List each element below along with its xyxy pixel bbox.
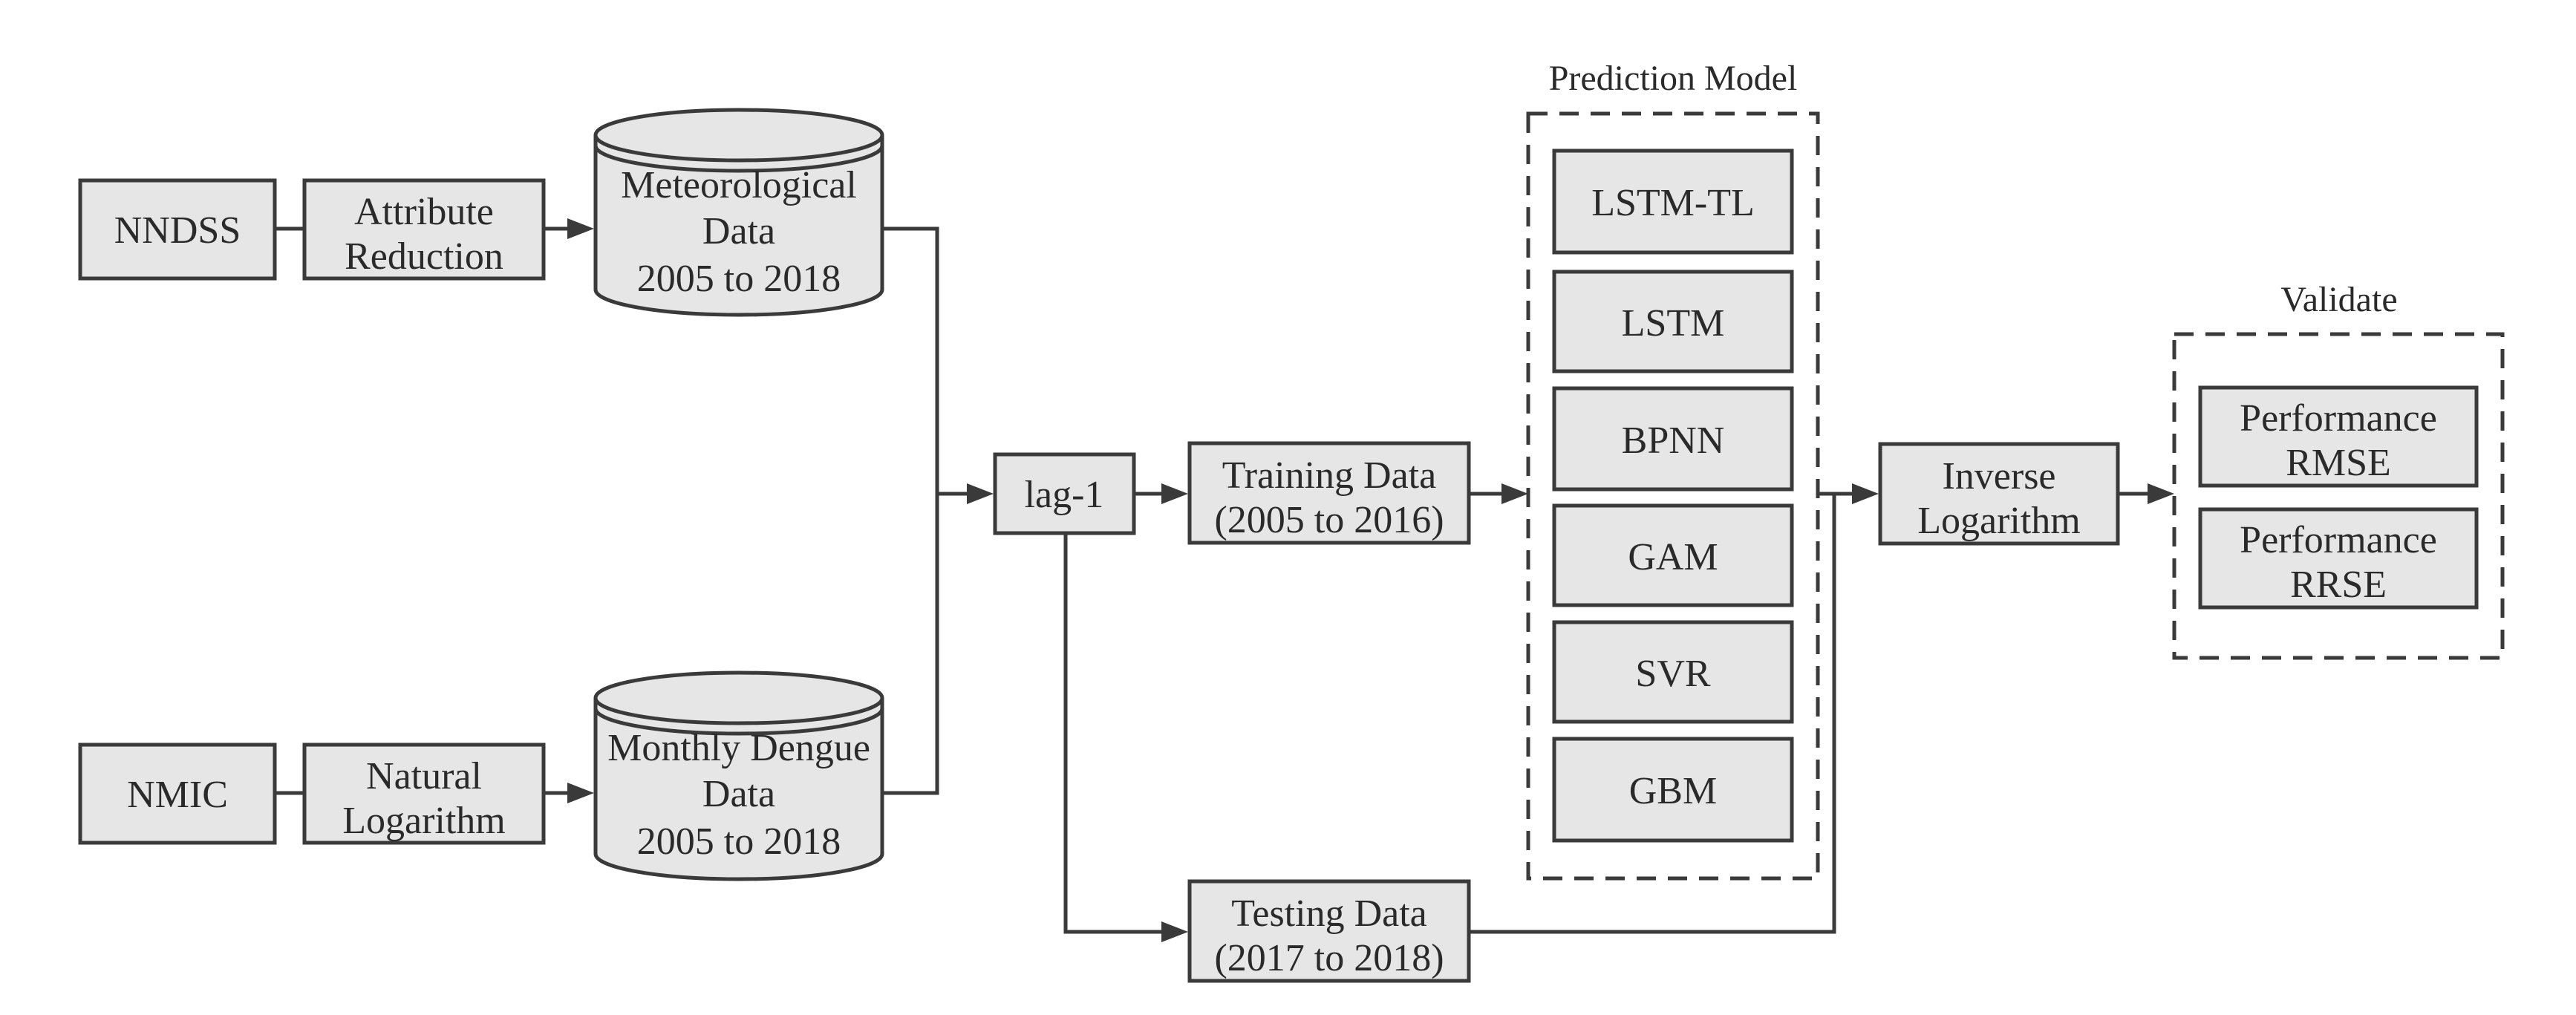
metric-line-2: RRSE <box>2290 564 2387 606</box>
metric-line-1: Performance <box>2240 519 2437 561</box>
meteorological-line-3: 2005 to 2018 <box>637 258 841 300</box>
dengue-line-2: Data <box>702 773 775 815</box>
model-label: LSTM-TL <box>1591 182 1755 224</box>
dengue-data-cylinder: Monthly Dengue Data 2005 to 2018 <box>593 670 884 881</box>
meteorological-line-1: Meteorological <box>621 164 857 206</box>
metric-box-rmse: Performance RMSE <box>2198 385 2479 488</box>
connectors <box>275 218 2174 942</box>
dengue-line-1: Monthly Dengue <box>607 727 870 769</box>
training-line-2: (2005 to 2016) <box>1214 499 1444 541</box>
inverse-line-1: Inverse <box>1942 455 2055 497</box>
inverse-line-2: Logarithm <box>1917 500 2081 542</box>
training-line-1: Training Data <box>1222 454 1436 497</box>
natural-logarithm-line-2: Logarithm <box>342 800 506 842</box>
nmic-label: NMIC <box>127 774 228 816</box>
model-label: SVR <box>1635 653 1710 695</box>
model-box-lstm-tl: LSTM-TL <box>1552 149 1794 255</box>
testing-data-node: Testing Data (2017 to 2018) <box>1187 879 1471 983</box>
lag-node: lag-1 <box>993 452 1136 535</box>
model-label: BPNN <box>1622 420 1725 462</box>
model-box-lstm: LSTM <box>1552 270 1794 373</box>
dengue-line-3: 2005 to 2018 <box>637 820 841 863</box>
model-label: LSTM <box>1622 302 1725 345</box>
model-box-gbm: GBM <box>1552 737 1794 843</box>
metric-line-1: Performance <box>2240 397 2437 440</box>
testing-line-1: Testing Data <box>1231 892 1427 935</box>
training-data-node: Training Data (2005 to 2016) <box>1187 441 1471 545</box>
meteorological-data-cylinder: Meteorological Data 2005 to 2018 <box>593 108 884 317</box>
metric-line-2: RMSE <box>2286 442 2391 484</box>
prediction-model-title: Prediction Model <box>1549 59 1798 98</box>
natural-logarithm-node: Natural Logarithm <box>302 743 546 845</box>
attribute-reduction-line-1: Attribute <box>354 191 494 233</box>
nmic-node: NMIC <box>78 743 277 845</box>
attribute-reduction-node: Attribute Reduction <box>302 178 546 281</box>
model-label: GBM <box>1629 770 1717 812</box>
lag-label: lag-1 <box>1025 474 1104 516</box>
prediction-model-group: Prediction Model LSTM-TL LSTM BPNN GAM S… <box>1526 59 1820 881</box>
testing-line-2: (2017 to 2018) <box>1214 937 1444 979</box>
nndss-label: NNDSS <box>114 209 241 252</box>
metric-box-rrse: Performance RRSE <box>2198 507 2479 610</box>
model-box-bpnn: BPNN <box>1552 386 1794 492</box>
validate-group: Validate Performance RMSE Performance RR… <box>2172 280 2505 660</box>
model-box-svr: SVR <box>1552 620 1794 724</box>
model-box-gam: GAM <box>1552 503 1794 607</box>
attribute-reduction-line-2: Reduction <box>345 235 503 278</box>
meteorological-line-2: Data <box>702 210 775 252</box>
model-label: GAM <box>1628 536 1718 578</box>
validate-title: Validate <box>2280 280 2397 319</box>
inverse-logarithm-node: Inverse Logarithm <box>1878 442 2120 546</box>
natural-logarithm-line-1: Natural <box>366 755 482 797</box>
nndss-node: NNDSS <box>78 178 277 281</box>
